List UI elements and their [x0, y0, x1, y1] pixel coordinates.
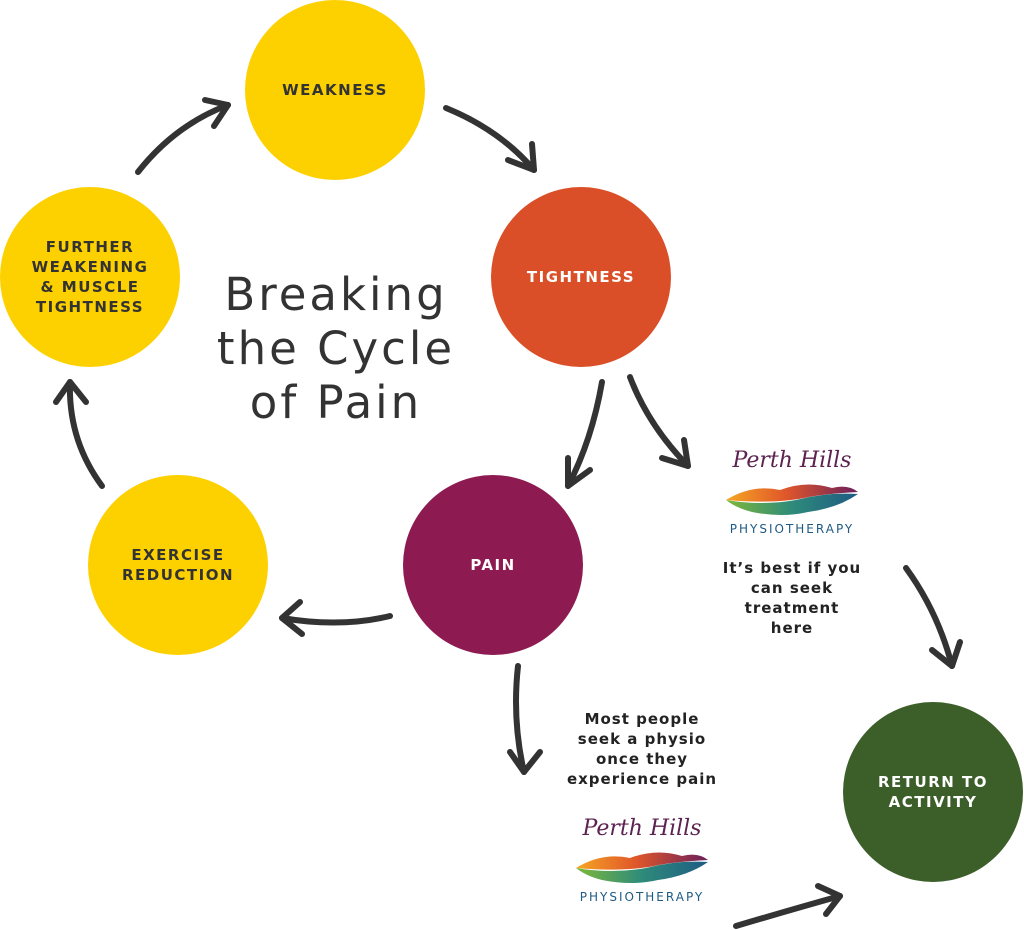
arrow-tightness-to-pain	[565, 379, 605, 489]
logo-subtitle: PHYSIOTHERAPY	[579, 890, 705, 904]
arrow-weakness-to-tightness	[443, 105, 537, 173]
node-further-weakening-label: FURTHER WEAKENING & MUSCLE TIGHTNESS	[31, 238, 149, 316]
logo-subtitle: PHYSIOTHERAPY	[729, 522, 855, 536]
leaf-logo-icon	[726, 484, 858, 515]
node-tightness: TIGHTNESS	[491, 187, 671, 367]
arrow-further-to-weakness	[135, 97, 231, 175]
node-tightness-label: TIGHTNESS	[526, 268, 636, 286]
node-pain: PAIN	[403, 475, 583, 655]
leaf-logo-icon	[576, 852, 708, 883]
arrow-tightness-to-logo	[627, 374, 691, 469]
perth-hills-logo-top: Perth Hills PHYSIOTHERAPY	[722, 448, 862, 548]
node-exercise-reduction: EXERCISE REDUCTION	[88, 475, 268, 655]
note-best-treatment: It’s best if you can seek treatment here	[722, 559, 862, 637]
node-weakness: WEAKNESS	[245, 0, 425, 180]
node-pain-label: PAIN	[470, 556, 516, 574]
perth-hills-logo-bottom: Perth Hills PHYSIOTHERAPY	[572, 816, 712, 916]
logo-name: Perth Hills	[732, 448, 852, 473]
note-most-people: Most people seek a physio once they expe…	[566, 710, 718, 788]
arrow-pain-to-exercise	[279, 599, 393, 637]
node-return-to-activity: RETURN TO ACTIVITY	[843, 702, 1023, 882]
node-exercise-reduction-label: EXERCISE REDUCTION	[121, 546, 235, 584]
arrow-exercise-to-further	[53, 379, 105, 489]
node-return-to-activity-label: RETURN TO ACTIVITY	[877, 773, 989, 811]
node-weakness-label: WEAKNESS	[282, 81, 388, 99]
node-further-weakening: FURTHER WEAKENING & MUSCLE TIGHTNESS	[0, 187, 180, 367]
arrow-note-to-return	[903, 565, 963, 669]
diagram-title: Breaking the Cycle of Pain	[216, 268, 456, 429]
logo-name: Perth Hills	[582, 816, 702, 841]
arrow-pain-to-physio	[507, 663, 543, 775]
arrow-physio-to-return	[733, 883, 843, 929]
